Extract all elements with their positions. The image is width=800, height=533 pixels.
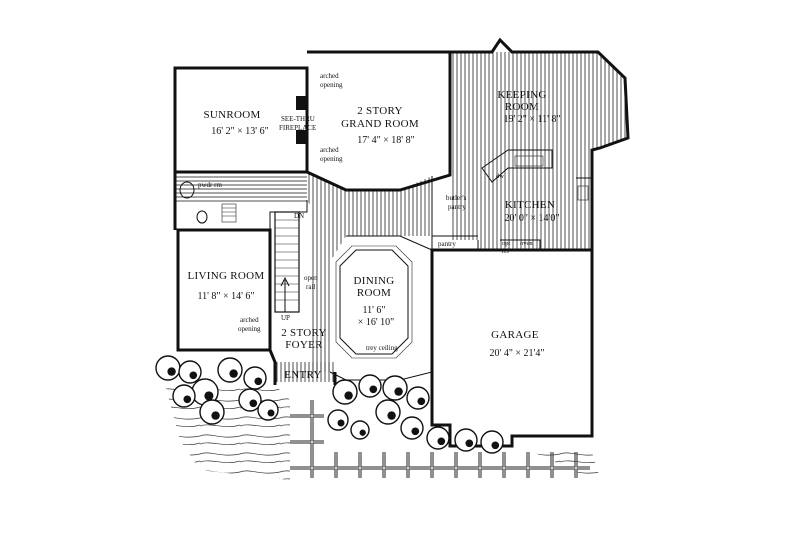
dining-room-dims-line2: × 16' 10" [358,317,395,328]
shrub-shadow [337,419,345,427]
shrub [199,399,225,425]
shrub [217,357,243,383]
ref-label: ref [502,248,510,255]
shrub-shadow [387,411,396,420]
dining-room-name-line2: ROOM [357,287,391,299]
entry-name: ENTRY [284,369,322,381]
shrub-shadow [417,397,426,406]
dishwasher-label: dw [496,173,504,180]
opt-label: opt [502,240,511,247]
landscaping [165,385,600,480]
sunroom-name: SUNROOM [203,109,260,121]
powder-room-fixtures [179,181,237,224]
foyer-name-line2: FOYER [285,339,323,351]
arched-opening-1-l2: opening [320,81,343,89]
annotations: arched opening arched opening arched ope… [198,72,533,352]
kitchen-name: KITCHEN [505,199,555,211]
butlers-pantry-l2: pantry [448,203,466,211]
shrub [350,420,370,440]
garage-name: GARAGE [491,329,539,341]
shrub-shadow [491,441,500,450]
arched-opening-3-l1: arched [240,316,259,324]
interior-walls [269,149,593,381]
stair [274,211,300,313]
grand-room-name-line1: 2 STORY [357,105,403,117]
fireplace-label-l2: FIREPLACE [279,124,316,132]
living-room-dims: 11' 8" × 14' 6" [197,291,254,302]
shrub [426,426,450,450]
shrub [480,430,504,454]
shrub-shadow [411,427,420,436]
sunroom-dims: 16' 2" × 13' 6" [211,126,268,137]
shrub-shadow [394,387,403,396]
open-rail-l2: rail [306,283,315,291]
shrub [454,428,478,452]
oven-label: oven [520,240,533,247]
shrub [243,366,267,390]
trey-ceiling-label: trey ceiling [366,344,398,352]
fireplace-label-l1: SEE-THRU [281,115,315,123]
stair-up-label: UP [281,314,290,322]
shrub-shadow [211,411,220,420]
shrub-shadow [344,391,353,400]
hatched-floors [175,52,628,382]
shrub [382,375,408,401]
shrubs [155,355,504,454]
shrub [257,399,279,421]
shrub [332,379,358,405]
keeping-room-name-line1: KEEPING [497,89,546,101]
shrub-shadow [437,437,446,446]
shrub-shadow [183,395,192,404]
shrub [375,399,401,425]
shrub [178,360,202,384]
living-room-name: LIVING ROOM [188,270,265,282]
shrub-shadow [229,369,238,378]
shrub-shadow [204,391,214,401]
shrub-shadow [267,409,275,417]
grand-room-dims: 17' 4" × 18' 8" [357,135,414,146]
shrub-shadow [167,367,176,376]
shrub-shadow [465,439,474,448]
pantry-label: pantry [438,240,456,248]
shrub [406,386,430,410]
arched-opening-3-l2: opening [238,325,261,333]
arched-opening-1-l1: arched [320,72,339,80]
butlers-pantry-l1: butler's [446,194,467,202]
shrub [155,355,181,381]
powder-room-label: pwdr rm [198,181,222,189]
open-rail-l1: open [304,274,318,282]
see-thru-fireplace [296,96,308,144]
grand-room-name-line2: GRAND ROOM [341,118,419,130]
arched-opening-2-l2: opening [320,155,343,163]
dining-room-dims-line1: 11' 6" [362,305,385,316]
shrub-shadow [249,399,258,408]
arched-opening-2-l1: arched [320,146,339,154]
shrub [327,409,349,431]
kitchen-dims: 20' 0" × 14'0" [505,213,560,224]
shrub [358,374,382,398]
room-labels: SUNROOM 16' 2" × 13' 6" 2 STORY GRAND RO… [188,89,561,381]
stair-down-label: DN [294,212,304,220]
shrub-shadow [189,371,198,380]
shrub-shadow [359,429,366,436]
shrub-shadow [254,377,263,386]
keeping-room-name-line2: ROOM [505,101,539,113]
foyer-name-line1: 2 STORY [281,327,327,339]
exterior-walls [173,37,630,448]
shrub-shadow [369,385,378,394]
keeping-room-dims: 19' 2" × 11' 8" [503,114,560,125]
shrub [172,384,196,408]
garage-dims: 20' 4" × 21'4" [490,348,545,359]
dining-room-name-line1: DINING [354,275,395,287]
shrub [400,416,424,440]
